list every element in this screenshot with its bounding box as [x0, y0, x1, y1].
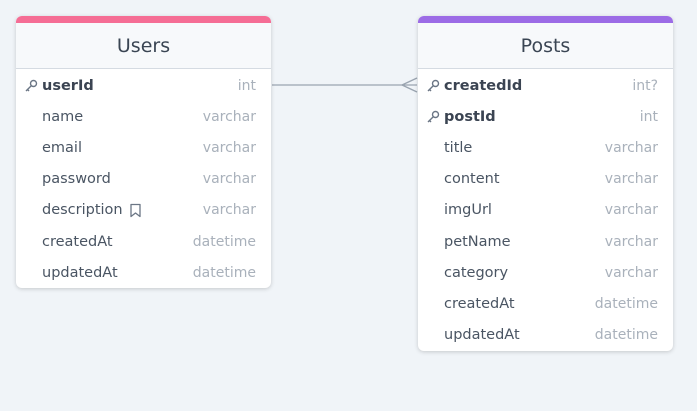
posts-table-header[interactable]: Posts — [418, 23, 673, 69]
field-name-cell: petName — [444, 234, 605, 250]
field-name: postId — [444, 108, 496, 125]
key-icon — [24, 79, 42, 93]
field-type: varchar — [604, 171, 658, 188]
field-name-cell: updatedAt — [42, 265, 193, 281]
field-row[interactable]: password varchar — [16, 164, 271, 195]
field-name: email — [42, 139, 82, 156]
field-row[interactable]: content varchar — [418, 164, 673, 195]
field-name-cell: postId — [444, 109, 640, 125]
field-row[interactable]: updatedAt datetime — [418, 320, 673, 351]
field-name-cell: userId — [42, 78, 238, 94]
field-name-cell: email — [42, 140, 203, 156]
field-name-cell: category — [444, 265, 605, 281]
field-row[interactable]: createdAt datetime — [418, 288, 673, 319]
field-name-cell: title — [444, 140, 605, 156]
field-name-cell: password — [42, 171, 203, 187]
field-type: int — [639, 108, 658, 125]
field-name-cell: imgUrl — [444, 202, 605, 218]
field-row[interactable]: name varchar — [16, 101, 271, 132]
field-name-cell: description — [42, 202, 203, 218]
field-row[interactable]: postId int — [418, 101, 673, 132]
field-name-cell: createdAt — [444, 296, 595, 312]
field-type: varchar — [202, 139, 256, 156]
field-name: createdId — [444, 77, 523, 94]
field-type: datetime — [192, 264, 256, 281]
field-row[interactable]: petName varchar — [418, 226, 673, 257]
field-row[interactable]: imgUrl varchar — [418, 195, 673, 226]
field-name: userId — [42, 77, 94, 94]
field-name-cell: updatedAt — [444, 327, 595, 343]
field-name: content — [444, 171, 500, 188]
crow-foot-lower — [401, 84, 418, 93]
field-name-cell: name — [42, 109, 203, 125]
field-name-cell: createdAt — [42, 234, 193, 250]
note-icon[interactable] — [129, 203, 142, 218]
field-name: title — [444, 139, 473, 156]
crow-foot-upper — [401, 77, 418, 86]
users-table-header[interactable]: Users — [16, 23, 271, 69]
field-name-cell: createdId — [444, 78, 632, 94]
users-table-title: Users — [116, 34, 171, 57]
field-row[interactable]: title varchar — [418, 132, 673, 163]
posts-table-title: Posts — [520, 34, 571, 57]
key-icon — [426, 79, 444, 93]
field-type: datetime — [594, 327, 658, 344]
field-row[interactable]: description varchar — [16, 195, 271, 226]
field-name-cell: content — [444, 171, 605, 187]
posts-table[interactable]: Posts createdId int? postId int title varchar… — [418, 16, 673, 351]
posts-accent-bar — [418, 16, 673, 23]
field-type: varchar — [202, 202, 256, 219]
field-name: updatedAt — [42, 264, 118, 281]
field-name: description — [42, 202, 123, 219]
field-type: varchar — [604, 264, 658, 281]
field-type: varchar — [202, 171, 256, 188]
field-type: varchar — [604, 139, 658, 156]
field-name: imgUrl — [444, 202, 492, 219]
field-name: updatedAt — [444, 327, 520, 344]
field-type: int — [237, 77, 256, 94]
field-row[interactable]: category varchar — [418, 257, 673, 288]
field-type: int? — [632, 77, 658, 94]
users-accent-bar — [16, 16, 271, 23]
field-name: createdAt — [444, 295, 515, 312]
field-name: name — [42, 108, 84, 125]
field-type: varchar — [202, 108, 256, 125]
field-name: password — [42, 171, 111, 188]
field-row[interactable]: userId int — [16, 70, 271, 101]
field-type: varchar — [604, 233, 658, 250]
field-row[interactable]: createdAt datetime — [16, 226, 271, 257]
field-type: datetime — [594, 295, 658, 312]
field-row[interactable]: email varchar — [16, 132, 271, 163]
field-row[interactable]: updatedAt datetime — [16, 257, 271, 288]
field-name: petName — [444, 233, 511, 250]
field-row[interactable]: createdId int? — [418, 70, 673, 101]
field-name: createdAt — [42, 233, 113, 250]
key-icon — [426, 110, 444, 124]
field-type: datetime — [192, 233, 256, 250]
field-type: varchar — [604, 202, 658, 219]
field-name: category — [444, 264, 509, 281]
